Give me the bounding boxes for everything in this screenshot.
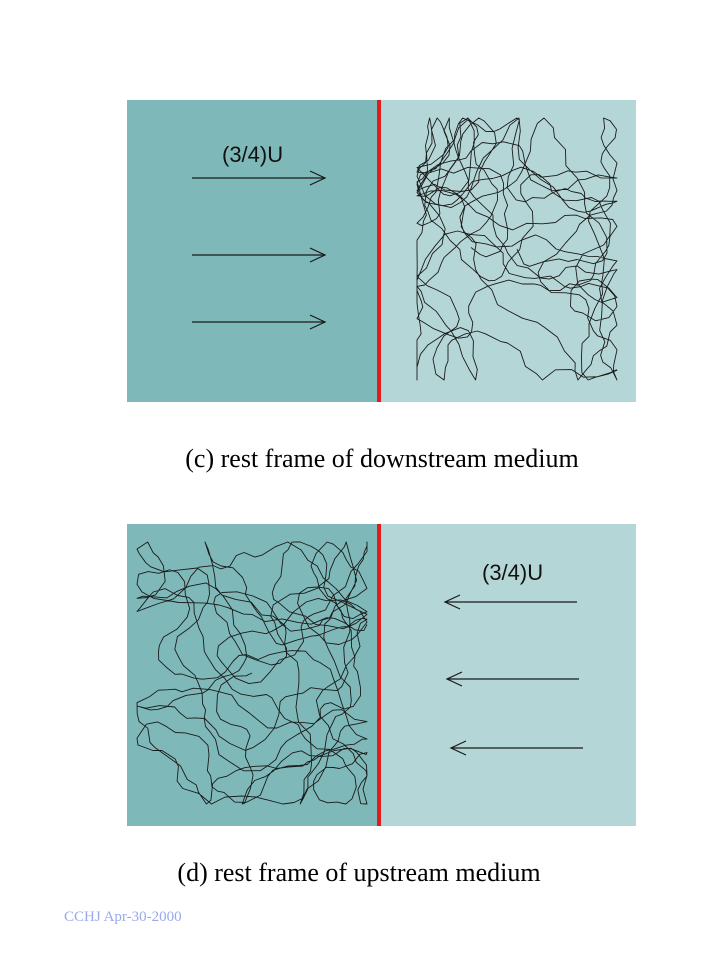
flow-speed-label: (3/4)U [482,560,543,585]
upstream-region [127,100,379,402]
panel-c-downstream-frame: (3/4)U [127,100,636,402]
panel-d-upstream-frame: (3/4)U [127,524,636,826]
flow-arrow-icon [192,314,327,330]
caption-panel-d: (d) rest frame of upstream medium [177,858,541,887]
trajectory-path [136,541,368,805]
particle-trajectory-icon [136,541,368,805]
flow-arrow-icon [192,247,327,263]
trajectory-path [416,117,618,381]
flow-speed-label: (3/4)U [222,142,283,167]
footer-credit: CCHJ Apr-30-2000 [64,909,182,925]
particle-trajectory-icon [416,117,618,381]
panel-d-diagram: (3/4)U [127,524,636,826]
flow-arrow-icon [443,594,577,610]
flow-arrow-icon [192,170,327,186]
flow-arrow-icon [449,740,583,756]
flow-arrow-icon [445,671,579,687]
downstream-region [379,524,636,826]
caption-panel-c: (c) rest frame of downstream medium [185,444,579,473]
panel-c-diagram: (3/4)U [127,100,636,402]
upstream-region [127,524,379,826]
downstream-region [379,100,636,402]
